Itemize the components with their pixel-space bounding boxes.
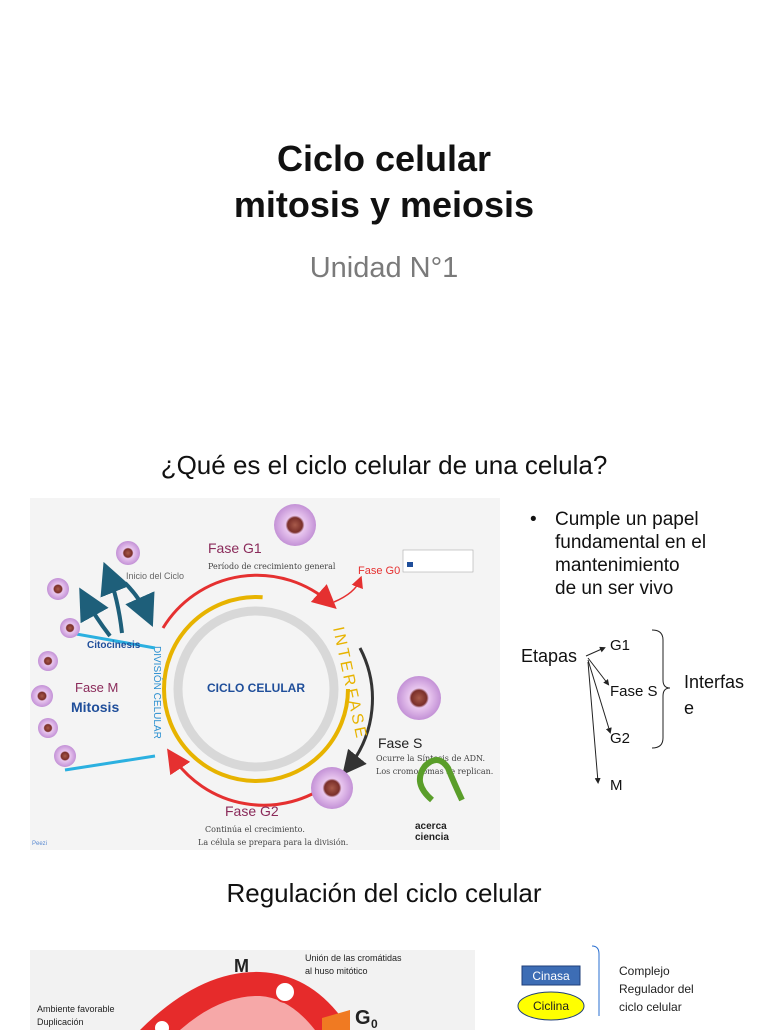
- regulation-m-label: M: [234, 956, 249, 976]
- etapas-m: M: [610, 777, 623, 794]
- regulation-wheel-inner: [180, 995, 315, 1030]
- complejo-regulador-figure: Cinasa Ciclina Complejo Regulador del ci…: [517, 945, 694, 1021]
- m-title: Fase M: [75, 680, 118, 695]
- division-vertical-label: DIVISIÓN CELULAR: [151, 646, 164, 739]
- interfase-label-1: Interfas: [684, 672, 744, 692]
- bullet-line-4: de un ser vivo: [555, 578, 674, 599]
- g2-arrow: [167, 748, 331, 807]
- m-subtitle: Mitosis: [71, 699, 119, 715]
- ambiente-line-2: Duplicación: [37, 1017, 84, 1027]
- cell-mitosis-3: [38, 651, 58, 671]
- etapas-g1: G1: [610, 637, 630, 654]
- etapas-diagram: Etapas G1 Fase S G2 M Interfas e: [521, 629, 744, 794]
- bullet-text: Cumple un papel fundamental en el manten…: [555, 508, 765, 600]
- slide-regulacion: Regulación del ciclo celular M G 0 Unión…: [0, 870, 768, 1030]
- g2-desc-2: La célula se prepara para la división.: [198, 838, 348, 847]
- slide-subtitle: Unidad N°1: [309, 252, 459, 284]
- s-desc-2: Los cromosomas se replican.: [376, 767, 493, 776]
- etapas-fase-s: Fase S: [610, 683, 658, 700]
- citocinesis-label: Citocinesis: [87, 640, 141, 651]
- etapas-label: Etapas: [521, 646, 577, 666]
- center-label: CICLO CELULAR: [207, 681, 305, 695]
- g2-title: Fase G2: [225, 803, 279, 819]
- cinasa-label: Cinasa: [532, 969, 570, 983]
- complejo-line-2: Regulador del: [619, 982, 694, 996]
- cell-mitosis-4: [31, 685, 53, 707]
- inicio-label: Inicio del Ciclo: [126, 571, 184, 581]
- g1-title: Fase G1: [208, 540, 262, 556]
- stop-icon: [274, 981, 296, 1003]
- union-line-1: Unión de las cromátidas: [305, 953, 402, 963]
- division-line-bottom: [64, 754, 156, 772]
- interfase-label-2: e: [684, 698, 694, 718]
- cell-g2: [311, 767, 353, 809]
- citocinesis-arrow-2: [79, 587, 112, 638]
- complejo-brace: [591, 945, 600, 1016]
- ciclina-ellipse: [517, 991, 585, 1021]
- cell-inicio: [116, 541, 140, 565]
- logo-mark: [416, 757, 465, 803]
- cell-mitosis-1: [47, 578, 69, 600]
- etapas-arrow-g1: [585, 646, 606, 657]
- stop-icon-small: [153, 1019, 171, 1030]
- bullet-line-3: mantenimiento: [555, 555, 680, 576]
- bullet-line-1: Cumple un papel: [555, 509, 699, 530]
- g0-thumbnail-icon: [407, 562, 413, 567]
- watermark: Peezi: [32, 841, 47, 847]
- g0-title: Fase G0: [358, 565, 400, 577]
- g1-desc: Período de crecimiento general: [208, 562, 336, 571]
- regulation-figure: M G 0 Unión de las cromátidas al huso mi…: [30, 950, 475, 1030]
- etapas-arrow-s: [587, 657, 610, 686]
- title-line-1: Ciclo celular: [276, 138, 492, 179]
- interfase-brace: [651, 629, 671, 749]
- etapas-g2: G2: [610, 730, 630, 747]
- slide3-title: Regulación del ciclo celular: [226, 878, 542, 908]
- complejo-line-3: ciclo celular: [619, 1000, 682, 1014]
- cell-g1: [274, 504, 316, 546]
- cell-s: [397, 676, 441, 720]
- cell-mitosis-2: [60, 618, 80, 638]
- g1-arrow: [161, 573, 337, 629]
- etapas-arrow-m: [587, 661, 601, 784]
- ciclina-label: Ciclina: [533, 999, 569, 1013]
- slide-ciclo-celular: ¿Qué es el ciclo celular de una celula?: [0, 430, 768, 860]
- logo-line-2: ciencia: [415, 832, 449, 843]
- s-title: Fase S: [378, 735, 422, 751]
- cell-cycle-diagram: CICLO CELULAR INTERFASE DIVISIÓN CELULAR…: [30, 498, 500, 850]
- etapas-arrow-g2: [587, 659, 612, 734]
- ambiente-line-1: Ambiente favorable: [37, 1004, 115, 1014]
- acerca-ciencia-logo: acerca ciencia: [415, 757, 465, 843]
- union-line-2: al huso mitótico: [305, 966, 368, 976]
- slide-title: Ciclo celular mitosis y meiosis Unidad N…: [0, 0, 768, 410]
- regulation-g0-label: G: [355, 1007, 371, 1029]
- g2-desc-1: Continúa el crecimiento.: [205, 825, 305, 834]
- cell-mitosis-5: [38, 718, 58, 738]
- citocinesis-arrow-1: [100, 561, 131, 634]
- interfase-ring: [162, 595, 350, 783]
- cinasa-box: [521, 965, 581, 986]
- slide-title-heading: Ciclo celular mitosis y meiosis: [0, 136, 768, 228]
- bullet-line-2: fundamental en el: [555, 532, 707, 553]
- g0-arrow: [333, 575, 363, 603]
- logo-line-1: acerca: [415, 821, 447, 832]
- cell-mitosis-6: [54, 745, 76, 767]
- title-line-2: mitosis y meiosis: [233, 184, 535, 225]
- division-line-top: [64, 630, 156, 650]
- bullet-dot: •: [530, 509, 537, 530]
- g0-thumbnail: [402, 549, 474, 573]
- s-arrow: [342, 647, 374, 776]
- slide2-title: ¿Qué es el ciclo celular de una celula?: [160, 450, 608, 480]
- inner-ring: [173, 606, 339, 772]
- complejo-line-1: Complejo: [619, 964, 670, 978]
